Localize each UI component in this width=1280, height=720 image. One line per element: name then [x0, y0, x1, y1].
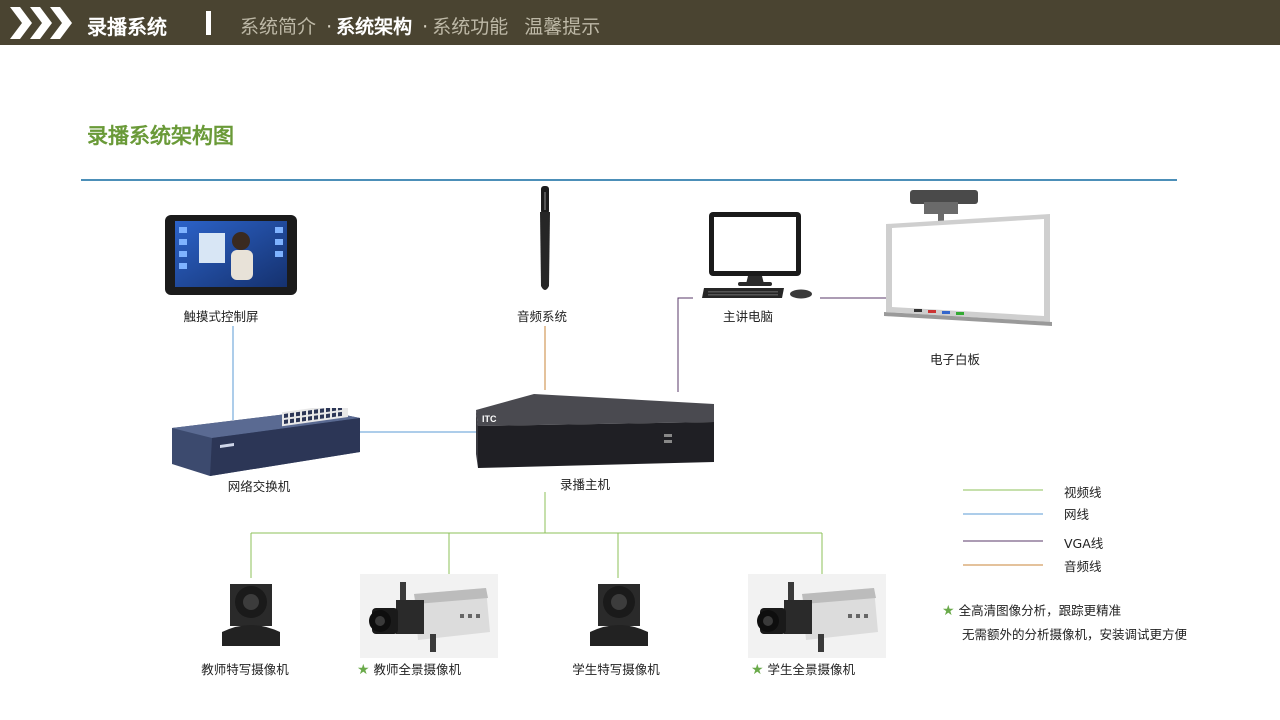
teacher-panorama-cam-label: ★教师全景摄像机 [357, 659, 461, 678]
legend-audio-label: 音频线 [1064, 559, 1102, 574]
chevron-arrows-icon [10, 7, 72, 39]
teacher-panorama-cam-text: 教师全景摄像机 [373, 662, 462, 677]
header-divider [206, 11, 211, 35]
student-panorama-cam-text: 学生全景摄像机 [767, 662, 856, 677]
student-panorama-cam-label: ★学生全景摄像机 [751, 659, 855, 678]
student-closeup-cam-label: 学生特写摄像机 [572, 662, 660, 677]
title-divider [81, 179, 1177, 181]
nav-dot-separator: · [422, 16, 429, 38]
box-camera-icon [360, 574, 498, 658]
ptz-camera-icon [222, 584, 280, 646]
nav-item-architecture[interactable]: 系统架构 [336, 16, 413, 38]
network-switch-icon [172, 408, 360, 476]
microphone-icon [540, 186, 550, 290]
legend-network-label: 网线 [1064, 507, 1090, 522]
top-bar: 录播系统 系统简介 ·系统架构 ·系统功能 温馨提示 [0, 0, 1280, 45]
ptz-camera-icon [590, 584, 648, 646]
star-icon: ★ [750, 662, 764, 678]
note-line-2: 无需额外的分析摄像机，安装调试更方便 [962, 627, 1188, 642]
note-line-1: ★全高清图像分析，跟踪更精准 [942, 600, 1121, 619]
recording-host-icon: ITC [476, 394, 714, 468]
recording-host-label: 录播主机 [559, 477, 611, 492]
nav-item-tips[interactable]: 温馨提示 [524, 16, 601, 38]
svg-text:ITC: ITC [482, 414, 497, 424]
whiteboard-label: 电子白板 [929, 352, 981, 367]
page-title: 录播系统架构图 [87, 124, 234, 148]
nav-dot-separator: · [326, 16, 333, 38]
computer-icon [702, 212, 812, 299]
star-icon: ★ [356, 662, 370, 678]
nav-item-intro[interactable]: 系统简介 [240, 16, 317, 38]
star-icon: ★ [942, 603, 955, 619]
legend-video-label: 视频线 [1064, 485, 1102, 500]
lecturer-pc-label: 主讲电脑 [722, 309, 774, 324]
network-switch-label: 网络交换机 [227, 479, 291, 494]
box-camera-icon [748, 574, 886, 658]
vga-wire [677, 297, 693, 392]
touch-panel-icon [165, 215, 297, 295]
section-nav: 系统简介 ·系统架构 ·系统功能 温馨提示 [240, 12, 600, 39]
touch-panel-label: 触摸式控制屏 [183, 309, 259, 324]
teacher-closeup-cam-label: 教师特写摄像机 [201, 662, 289, 677]
audio-system-label: 音频系统 [516, 309, 568, 324]
nav-item-functions[interactable]: 系统功能 [432, 16, 509, 38]
brand-title: 录播系统 [87, 15, 167, 39]
note-line-1-text: 全高清图像分析，跟踪更精准 [958, 603, 1122, 618]
whiteboard-icon [884, 190, 1052, 326]
legend-vga-label: VGA线 [1064, 536, 1104, 551]
